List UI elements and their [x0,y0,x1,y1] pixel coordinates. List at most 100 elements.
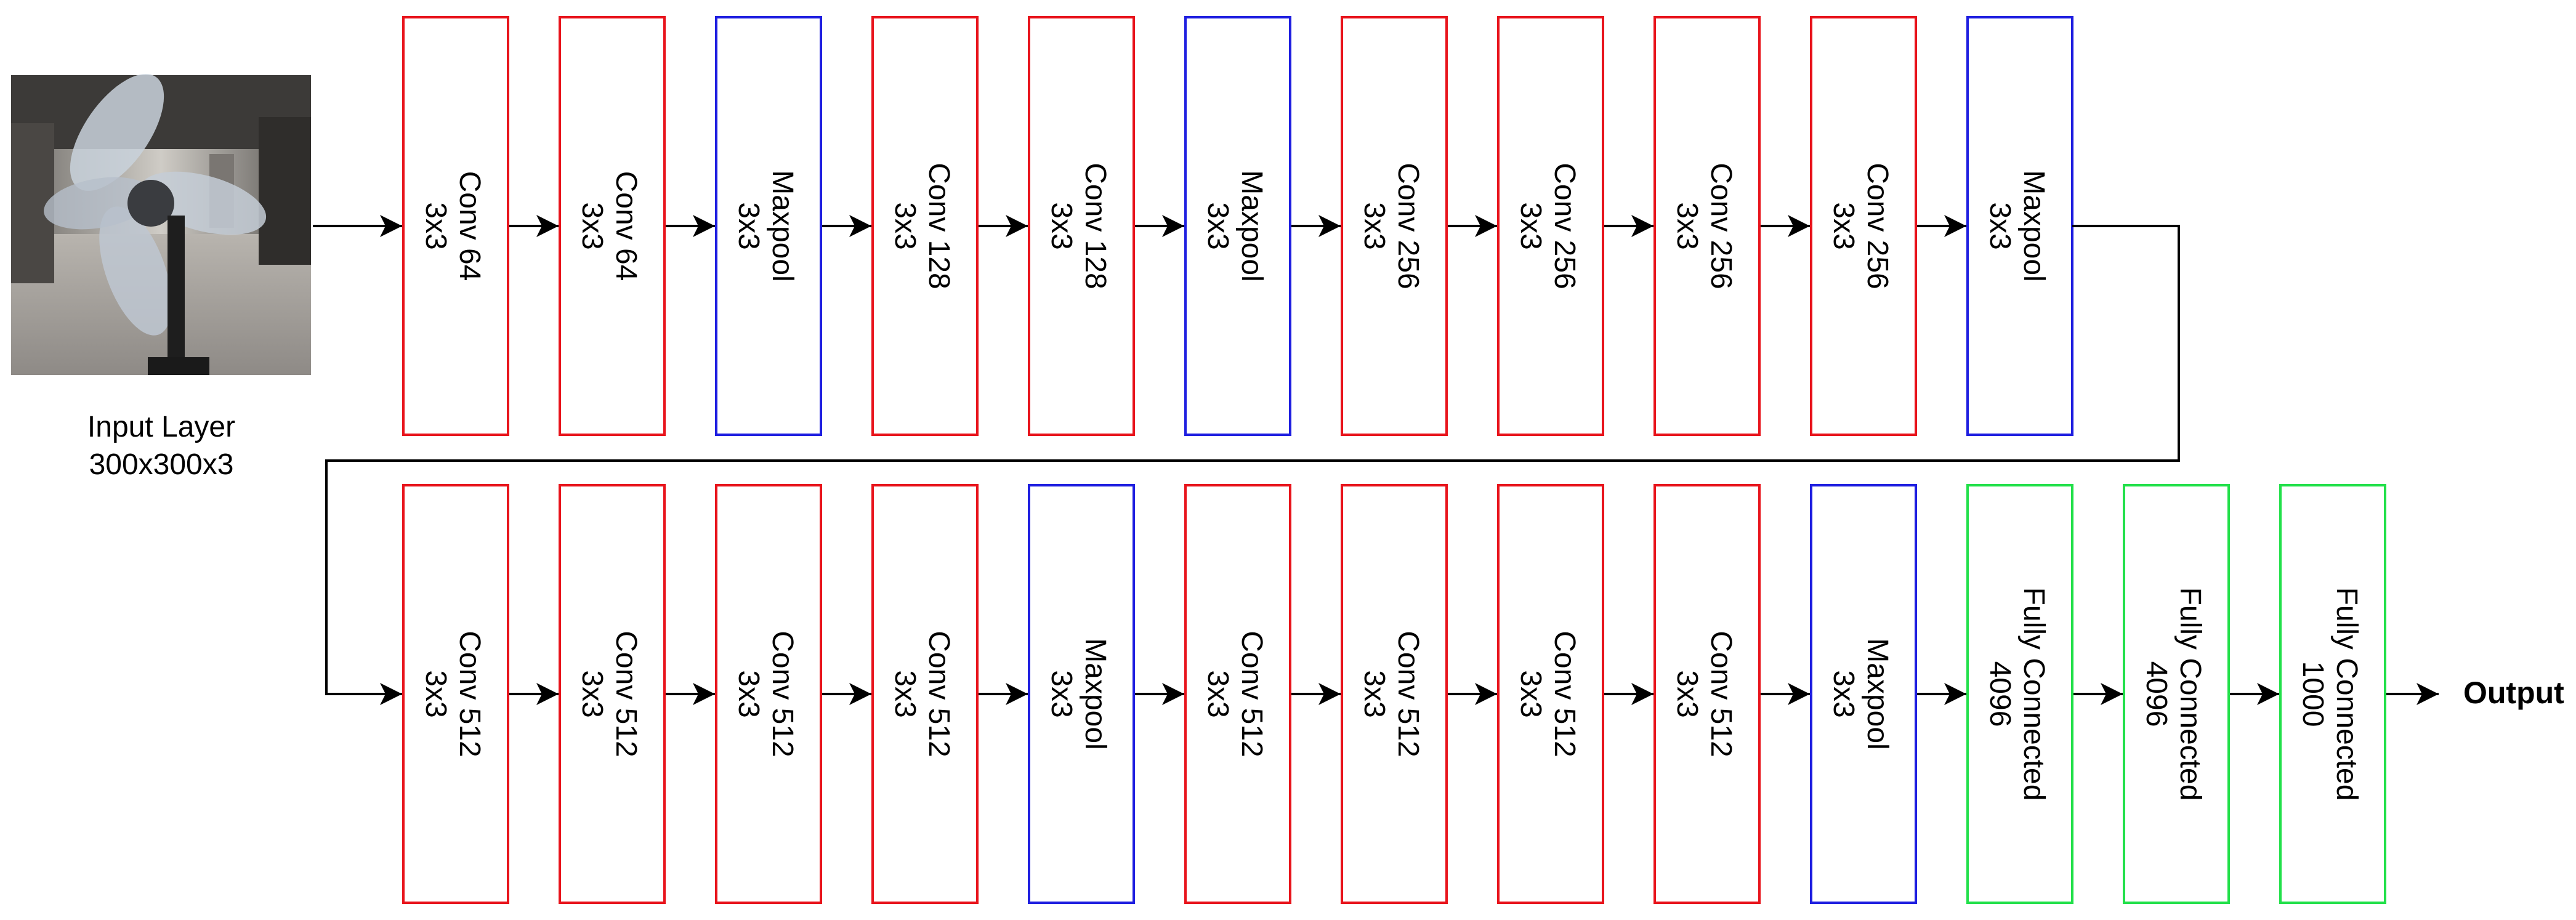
layer-box-outline [1966,484,2073,904]
layer-size-text: 3x3 [1358,670,1391,717]
arrow-row-wrap-connector [325,225,2180,705]
layer-label: Conv 5123x3 [1514,631,1581,757]
layer-conv-box: Conv 5123x3 [715,484,822,904]
layer-name-text: Conv 512 [1235,631,1268,757]
output-label: Output [2463,676,2564,710]
layer-box-outline [402,16,509,436]
layer-box-outline [1028,484,1135,904]
layer-box-outline [1028,16,1135,436]
layer-label: Conv 2563x3 [1514,163,1581,289]
input-image [11,74,311,375]
layer-size-text: 4096 [2140,661,2173,727]
layer-box-outline [1810,484,1917,904]
layer-size-text: 3x3 [1045,202,1078,249]
layer-size-text: 3x3 [1045,670,1078,717]
layer-conv-box: Conv 5123x3 [1184,484,1291,904]
layer-box-outline [715,16,822,436]
layer-label: Conv 643x3 [576,171,642,281]
layer-box-outline [559,484,666,904]
layer-conv-box: Conv 1283x3 [1028,16,1135,436]
layer-size-text: 3x3 [732,670,765,717]
layer-name-text: Conv 64 [610,171,642,281]
layer-conv-box: Conv 5123x3 [1653,484,1761,904]
layer-size-text: 3x3 [576,670,608,717]
layer-label: Conv 2563x3 [1358,163,1424,289]
layer-label: Conv 2563x3 [1827,163,1894,289]
layer-conv-box: Conv 5123x3 [1341,484,1448,904]
layer-size-text: 3x3 [889,670,921,717]
layer-name-text: Conv 512 [1392,631,1424,757]
layer-size-text: 3x3 [1201,202,1234,249]
layer-conv-box: Conv 1283x3 [871,16,979,436]
layer-conv-box: Conv 5123x3 [871,484,979,904]
layer-name-text: Conv 64 [453,171,486,281]
input-layer-label: Input Layer [87,411,235,443]
layer-name-text: Maxpool [2017,170,2050,281]
layer-size-text: 3x3 [576,202,608,249]
layer-name-text: Conv 512 [766,631,799,757]
layer-box-outline [1184,484,1291,904]
layer-conv-box: Conv 2563x3 [1341,16,1448,436]
layer-size-text: 3x3 [1671,202,1703,249]
layer-name-text: Fully Connected [2174,587,2207,801]
layer-maxpool-box: Maxpool3x3 [715,16,822,436]
layer-maxpool-box: Maxpool3x3 [1028,484,1135,904]
layer-conv-box: Conv 2563x3 [1653,16,1761,436]
layer-conv-box: Conv 643x3 [559,16,666,436]
layer-name-text: Conv 512 [1705,631,1737,757]
layer-box-outline [871,484,979,904]
layer-fc-box: Fully Connected4096 [1966,484,2073,904]
layer-label: Maxpool3x3 [1201,170,1268,281]
layer-size-text: 3x3 [1827,670,1860,717]
layer-name-text: Maxpool [766,170,799,281]
layer-conv-box: Conv 5123x3 [402,484,509,904]
layer-size-text: 3x3 [889,202,921,249]
layer-box-outline [1653,484,1761,904]
layer-fc-box: Fully Connected4096 [2123,484,2230,904]
layer-label: Conv 5123x3 [1671,631,1737,757]
layer-name-text: Conv 128 [923,163,955,289]
layer-conv-box: Conv 2563x3 [1497,16,1604,436]
layer-size-text: 3x3 [419,670,452,717]
layer-label: Maxpool3x3 [1045,638,1112,749]
layer-box-outline [871,16,979,436]
layer-box-outline [2123,484,2230,904]
layer-size-text: 3x3 [1201,670,1234,717]
layer-box-outline [1341,484,1448,904]
layer-size-text: 3x3 [1827,202,1860,249]
layer-label: Fully Connected4096 [2140,587,2207,801]
layer-name-text: Maxpool [1861,638,1894,749]
layer-size-text: 3x3 [1514,670,1547,717]
layer-size-text: 1000 [2296,661,2329,727]
layer-label: Conv 5123x3 [732,631,799,757]
layer-name-text: Conv 512 [453,631,486,757]
layer-label: Maxpool3x3 [732,170,799,281]
layer-size-text: 3x3 [1671,670,1703,717]
layer-box-outline [1341,16,1448,436]
layer-label: Conv 2563x3 [1671,163,1737,289]
layer-maxpool-box: Maxpool3x3 [1184,16,1291,436]
input-size-label: 300x300x3 [89,448,234,481]
layer-box-outline [1497,484,1604,904]
layer-label: Conv 5123x3 [889,631,955,757]
layer-label: Maxpool3x3 [1984,170,2050,281]
layer-box-outline [2279,484,2386,904]
layer-label: Conv 5123x3 [1358,631,1424,757]
layer-box-outline [1966,16,2073,436]
layer-label: Conv 1283x3 [889,163,955,289]
layer-box-outline [1497,16,1604,436]
layer-box-outline [1653,16,1761,436]
layer-label: Conv 5123x3 [419,631,486,757]
layer-name-text: Fully Connected [2017,587,2050,801]
layer-size-text: 4096 [1984,661,2016,727]
layer-fc-box: Fully Connected1000 [2279,484,2386,904]
layer-name-text: Conv 512 [1548,631,1581,757]
layer-name-text: Fully Connected [2330,587,2363,801]
layer-label: Fully Connected4096 [1984,587,2050,801]
layer-label: Maxpool3x3 [1827,638,1894,749]
layer-label: Conv 1283x3 [1045,163,1112,289]
layer-size-text: 3x3 [732,202,765,249]
layer-size-text: 3x3 [1514,202,1547,249]
layer-label: Conv 5123x3 [576,631,642,757]
